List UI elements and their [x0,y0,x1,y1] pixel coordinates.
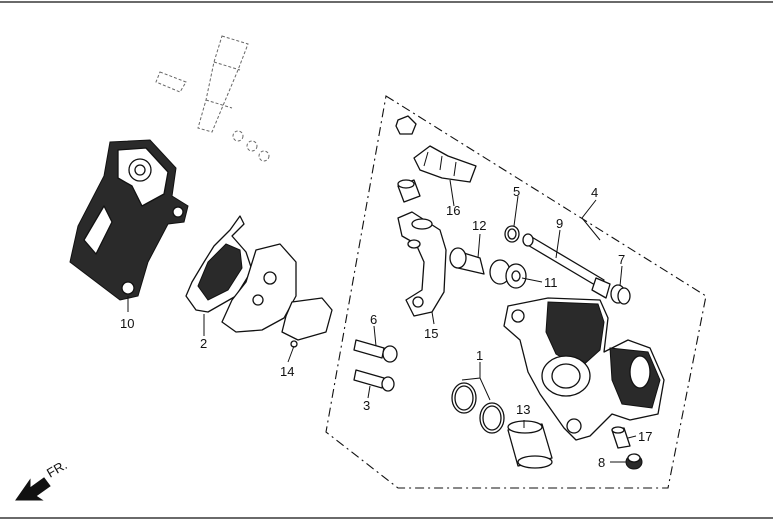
assembly-boundary [325,95,707,489]
bleeder-cap-part [625,453,643,470]
callout-8: 8 [598,455,605,470]
callout-7: 7 [618,252,625,267]
callout-6: 6 [370,312,377,327]
callout-2: 2 [200,336,207,351]
bleeder-valve-part [611,426,631,449]
front-direction-label: FR. [44,457,70,480]
callout-16: 16 [446,203,460,218]
piston-seals-part [451,382,505,434]
caliper-bracket-part [69,139,189,301]
front-arrow-icon [15,477,51,501]
piston-part [507,420,553,469]
sleeve-part [449,247,485,275]
callout-3: 3 [363,398,370,413]
circlip-part [610,284,631,305]
ghost-fork-leg [155,35,270,162]
callout-4: 4 [591,185,598,200]
callout-1: 1 [476,348,483,363]
bushing-part [489,259,527,289]
callout-12: 12 [472,218,486,233]
callout-15: 15 [424,326,438,341]
top-nut-part [395,115,417,135]
caliper-body-part [503,297,665,441]
brake-pads-part [185,215,297,333]
leader-lines [127,179,637,463]
pad-spring-part [281,297,333,341]
boot-part [397,179,421,203]
callout-17: 17 [638,429,652,444]
pad-retainer-part [413,145,477,183]
callout-9: 9 [556,216,563,231]
callout-10: 10 [120,316,134,331]
slide-pin-part [353,369,395,392]
washer-part [504,225,520,243]
callout-5: 5 [513,184,520,199]
pin-bolt-part [353,339,398,363]
callout-14: 14 [280,364,294,379]
callout-13: 13 [516,402,530,417]
long-pin-part [522,233,611,299]
front-direction-indicator: FR. [15,457,70,501]
callout-11: 11 [544,275,558,290]
support-bracket-part [397,211,447,317]
